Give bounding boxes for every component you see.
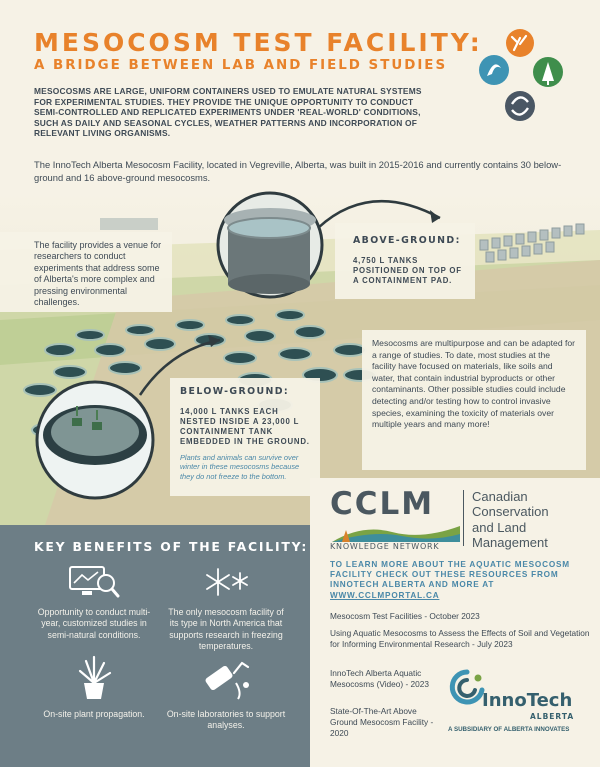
nature-icons-cluster [479,29,563,121]
above-ground-tank-icon [224,208,316,294]
resource-link[interactable]: State-Of-The-Art Above Ground Mesocosm F… [330,706,434,738]
resources-panel [310,478,600,767]
innotech-logo-icon [449,669,485,705]
facility-callout: The facility provides a venue for resear… [0,232,172,312]
benefit-text: The only mesocosm facility of its type i… [168,607,284,652]
benefit-text: Opportunity to conduct multi-year, custo… [37,607,151,640]
below-ground-text: 14,000 L TANKS EACH NESTED INSIDE A 23,0… [180,407,310,446]
key-benefits-panel: KEY BENEFITS OF THE FACILITY: Opportunit… [0,525,310,767]
intro-description: The InnoTech Alberta Mesocosm Facility, … [34,159,562,183]
cclm-name-line: and Land [472,519,527,535]
cclm-name-line: Canadian [472,489,528,504]
innotech-wordmark: InnoTech [482,690,573,711]
above-ground-title: ABOVE-GROUND: [353,235,461,246]
resource-link[interactable]: InnoTech Alberta Aquatic Mesocosms (Vide… [330,668,429,689]
page-subtitle: A BRIDGE BETWEEN LAB AND FIELD STUDIES [34,58,448,73]
multipurpose-callout: Mesocosms are multipurpose and can be ad… [362,330,586,470]
benefits-heading: KEY BENEFITS OF THE FACILITY: [34,539,309,554]
benefit-text: On-site laboratories to support analyses… [166,709,286,731]
cclm-tagline: KNOWLEDGE NETWORK [330,542,440,551]
cclm-wordmark: CCLM [330,486,435,522]
page-title: MESOCOSM TEST FACILITY: [34,28,483,57]
monitor-magnifier-icon [69,566,120,598]
benefit-item: The only mesocosm facility of its type i… [166,563,286,653]
cclm-name-line: Conservation [472,504,549,520]
benefit-item: On-site plant propagation. [34,655,154,720]
benefit-item: On-site laboratories to support analyses… [166,655,286,732]
learn-more-copy: TO LEARN MORE ABOUT THE AQUATIC MESOCOSM… [330,560,570,590]
above-ground-callout: ABOVE-GROUND: 4,750 L TANKS POSITIONED O… [335,223,475,299]
below-ground-title: BELOW-GROUND: [180,386,290,397]
below-ground-callout: BELOW-GROUND: 14,000 L TANKS EACH NESTED… [170,378,320,496]
lab-sample-icon [205,661,250,700]
potted-plant-icon [78,655,112,699]
cclm-landscape-icon [332,526,460,542]
cclm-portal-link[interactable]: WWW.CCLMPORTAL.CA [330,590,440,600]
recycle-icon [505,91,535,121]
benefit-item: Opportunity to conduct multi-year, custo… [34,563,154,641]
resource-link[interactable]: Using Aquatic Mesocosms to Assess the Ef… [330,628,590,649]
intro-summary: MESOCOSMS ARE LARGE, UNIFORM CONTAINERS … [34,86,422,139]
resource-link[interactable]: Mesocosm Test Facilities - October 2023 [330,611,480,621]
benefit-text: On-site plant propagation. [43,709,145,719]
water-drop-icon [479,55,509,85]
innotech-subsidiary: A SUBSIDIARY OF ALBERTA INNOVATES [448,726,570,733]
below-ground-note: Plants and animals can survive over wint… [180,453,300,481]
above-ground-text: 4,750 L TANKS POSITIONED ON TOP OF A CON… [353,256,462,285]
cclm-name-line: Management [472,535,548,551]
cclm-logo: CCLM [330,486,434,522]
learn-more-text: TO LEARN MORE ABOUT THE AQUATIC MESOCOSM… [330,560,592,601]
snowflake-icon [206,568,248,596]
innotech-region: ALBERTA [530,712,575,721]
cclm-full-name: Canadian Conservation and Land Managemen… [472,489,549,551]
cclm-divider [463,490,464,546]
